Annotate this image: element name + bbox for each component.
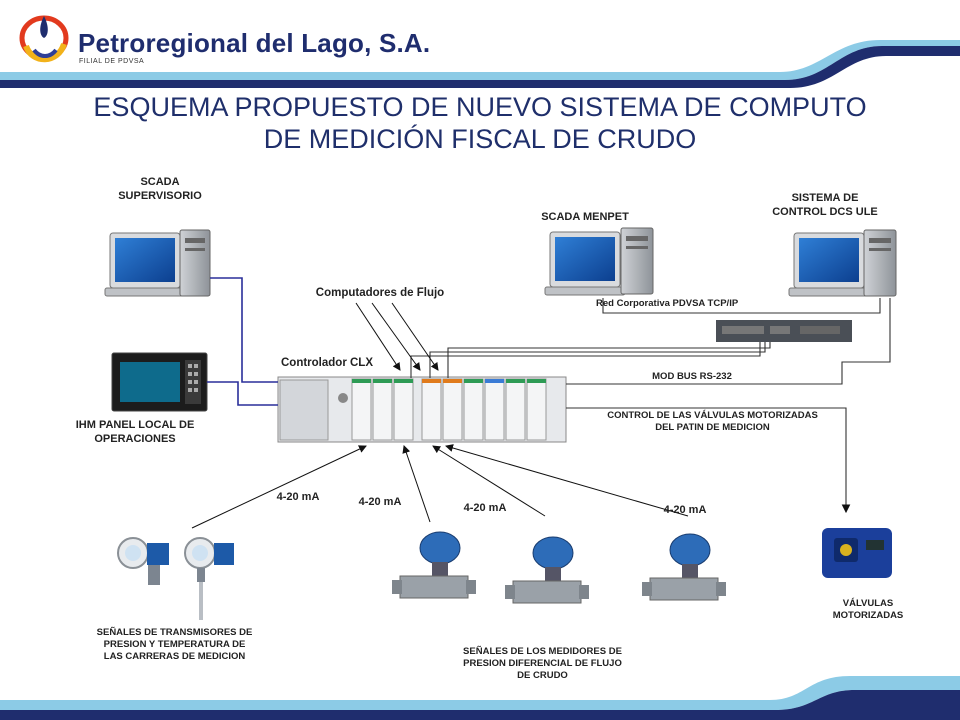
signal-label-4: 4-20 mA [663,504,707,516]
dcs-label: SISTEMA DE CONTROL DCS ULE [772,192,878,218]
controller-clx-label: Controlador CLX [281,357,373,369]
network-lines [410,298,891,514]
dp-meter-icon-1 [392,531,476,599]
scada-supervisorio-computer-icon [104,229,211,297]
dp-meter-icon-2 [505,536,589,604]
company-logo-icon [19,15,69,63]
scada-supervisorio-label: SCADA SUPERVISORIO [118,176,202,202]
controller-clx-icon [277,376,567,443]
valves-label: VÁLVULAS MOTORIZADAS [832,598,904,621]
temperature-transmitter-icon [184,537,234,620]
ihm-label: IHM PANEL LOCAL DE OPERACIONES [75,419,195,445]
modbus-label: MOD BUS RS-232 [652,371,732,382]
valve-control-label: CONTROL DE LAS VÁLVULAS MOTORIZADAS DEL … [607,410,818,433]
dp-meter-icon-3 [642,533,726,601]
ihm-panel-icon [111,352,208,412]
dp-meters-label: SEÑALES DE LOS MEDIDORES DE PRESION DIFE… [463,646,622,681]
signal-label-2: 4-20 mA [358,496,402,508]
scada-menpet-computer-icon [544,227,654,296]
signal-label-3: 4-20 mA [463,502,507,514]
dcs-computer-icon [788,229,897,297]
blue-links [207,277,278,406]
motorized-valve-icon [822,528,892,578]
transmitters-label: SEÑALES DE TRANSMISORES DE PRESION Y TEM… [96,627,253,662]
pressure-transmitter-icon [117,537,169,585]
signal-arrows [191,444,689,529]
scada-menpet-label: SCADA MENPET [541,211,629,223]
page-title-line-1: ESQUEMA PROPUESTO DE NUEVO SISTEMA DE CO… [93,92,867,122]
page-title-line-2: DE MEDICIÓN FISCAL DE CRUDO [263,124,697,154]
corporate-network-label: Red Corporativa PDVSA TCP/IP [596,298,739,309]
flow-computers-label: Computadores de Flujo [315,287,445,299]
company-name: Petroregional del Lago, S.A. [78,28,431,58]
network-switch-icon [716,320,852,342]
company-subtitle: FILIAL DE PDVSA [79,58,145,65]
signal-label-1: 4-20 mA [276,491,320,503]
header-band [0,40,960,88]
flow-computer-arrows [355,302,439,371]
footer-band [0,676,960,720]
